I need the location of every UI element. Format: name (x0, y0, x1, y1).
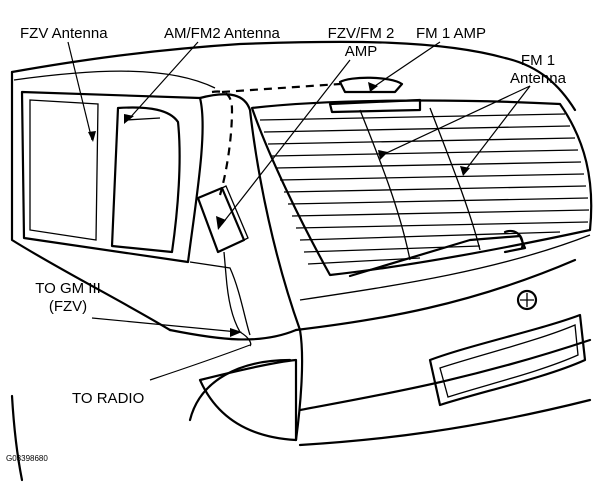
label-fzv-fm2-amp-line1: FZV/FM 2 (327, 25, 395, 42)
label-to-gm3-line2: (FZV) (48, 298, 88, 315)
side-window-frame (20, 90, 204, 264)
antenna-cable-dashed (211, 90, 234, 196)
tail-light (198, 358, 298, 442)
leader-lines (67, 41, 531, 381)
label-fzv-antenna: FZV Antenna (20, 25, 108, 42)
quarter-antenna-trace (125, 117, 161, 121)
roof-inner-line (13, 70, 216, 89)
body-side-outline (10, 70, 172, 332)
amp-box-side (221, 185, 249, 241)
license-plate-recess (428, 313, 587, 407)
label-to-radio: TO RADIO (72, 390, 145, 407)
roof-outline (10, 40, 577, 112)
brake-light (328, 98, 422, 114)
spoiler (338, 76, 404, 94)
label-fzv-fm2-amp-line2: AMP (344, 43, 378, 60)
hatch-body (294, 258, 577, 332)
hatch-edge (299, 234, 591, 301)
radio-cable (239, 331, 252, 347)
label-fm1-antenna-line1: FM 1 (520, 52, 556, 69)
front-side-window (29, 99, 99, 241)
label-fm1-antenna: FM 1 Antenna (498, 52, 578, 88)
label-am-fm2-antenna: AM/FM2 Antenna (164, 25, 280, 42)
label-fm1-amp: FM 1 AMP (416, 25, 487, 42)
amp-lead (223, 251, 227, 276)
emblem (516, 289, 538, 311)
label-to-gm3-line1: TO GM III (35, 280, 101, 297)
roof-cable-dashed (221, 82, 341, 94)
license-plate-inner (439, 324, 579, 398)
label-fm1-antenna-line2: Antenna (510, 70, 566, 87)
rear-quarter-window (110, 106, 181, 254)
rear-window-grid (259, 107, 590, 265)
hatch-lower (298, 338, 592, 412)
wiper-pivot (503, 229, 524, 250)
hatch-bottom (298, 398, 592, 447)
body-lower-curve (10, 394, 24, 482)
figure-code: G03398680 (6, 454, 48, 463)
quarter-panel (168, 328, 298, 341)
label-fzv-fm2-amp: FZV/FM 2 AMP (318, 25, 404, 61)
c-pillar-inner (189, 261, 251, 336)
label-to-gm3: TO GM III (FZV) (22, 280, 114, 316)
c-pillar (198, 93, 304, 442)
gm3-cable (225, 274, 241, 333)
